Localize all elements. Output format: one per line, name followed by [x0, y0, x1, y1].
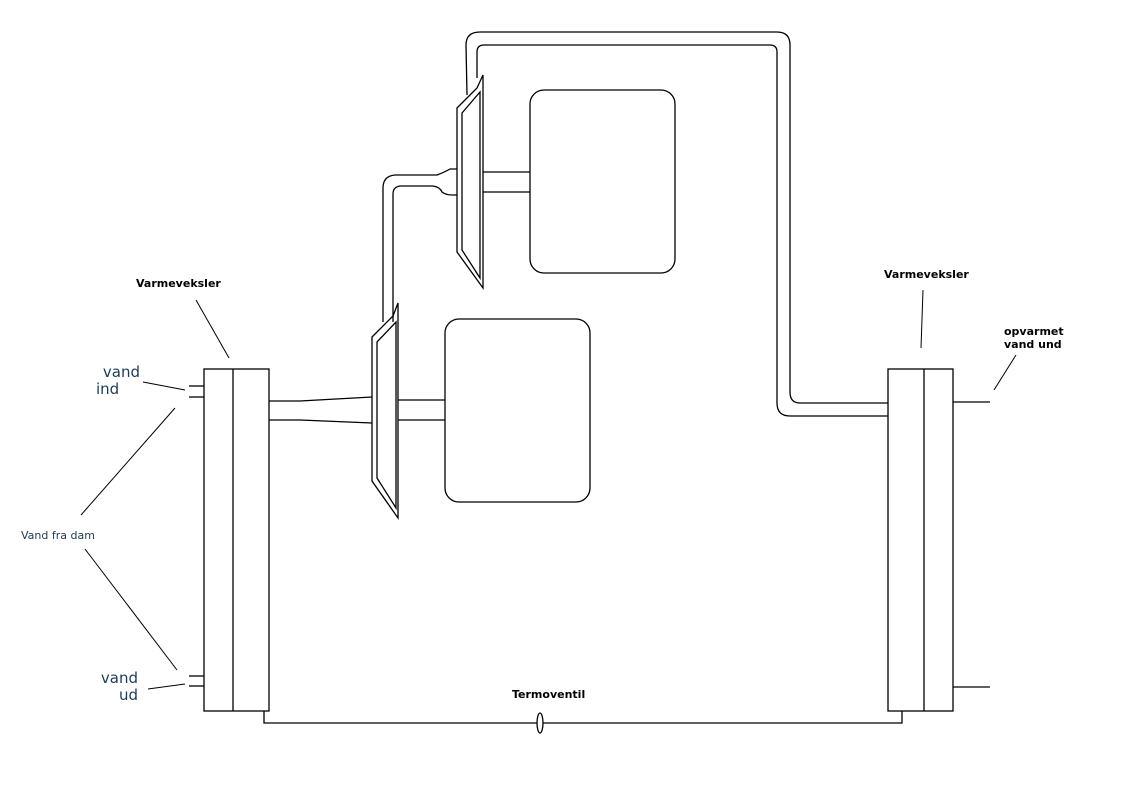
thermo-valve-label: Termoventil: [512, 688, 586, 701]
turbine-connector-pipe: [382, 168, 457, 322]
water-in-line1: vand: [102, 363, 140, 381]
return-pipe: [465, 31, 888, 417]
lower-turbine: [371, 302, 591, 521]
heated-line1: opvarmet: [1004, 325, 1064, 338]
pond-water-label: Vand fra dam: [21, 529, 95, 542]
heated-water-out-label: opvarmet vand und: [1004, 325, 1064, 351]
inlet-pipe: [269, 396, 373, 424]
bottom-pipe: [263, 711, 903, 734]
thermo-valve-icon: [536, 712, 544, 734]
left-heat-exchanger-label: Varmeveksler: [136, 277, 221, 290]
left-heat-exchanger: [189, 368, 270, 712]
water-out-label: vand ud: [96, 670, 138, 704]
right-heat-exchanger-label: Varmeveksler: [884, 268, 969, 281]
water-out-line2: ud: [118, 686, 138, 704]
heated-line2: vand und: [1004, 338, 1062, 351]
upper-turbine: [456, 74, 676, 291]
water-in-line2: ind: [96, 380, 120, 398]
water-in-label: vand ind: [96, 364, 140, 398]
right-heat-exchanger: [887, 368, 990, 712]
leader-lines: [80, 289, 1017, 690]
water-out-line1: vand: [100, 669, 138, 687]
